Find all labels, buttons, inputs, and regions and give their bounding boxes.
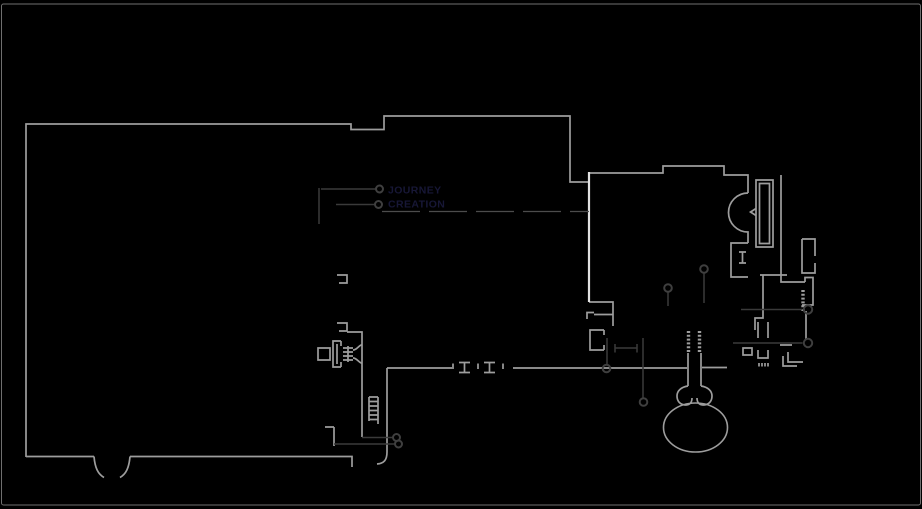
connector-ring [394,439,403,449]
connector-ring [802,337,814,349]
connector-ring [375,184,384,194]
connector-ring [374,200,383,209]
connector-ring [699,264,709,274]
layer-dark-fittings [318,188,803,445]
connector-ring [663,283,673,293]
connector-ring [802,304,814,315]
linework-layers [25,115,816,479]
label-creation: CREATION [388,199,445,211]
layer-toilet-bowl [662,402,729,453]
toilet-bowl-ellipse [662,402,729,453]
connector-ring [638,397,649,407]
image-border [1,3,921,506]
layer-connector-rings [374,184,814,449]
layer-walls-and-fixtures [25,115,816,479]
label-journey: JOURNEY [388,185,442,197]
connector-ring [601,363,612,374]
